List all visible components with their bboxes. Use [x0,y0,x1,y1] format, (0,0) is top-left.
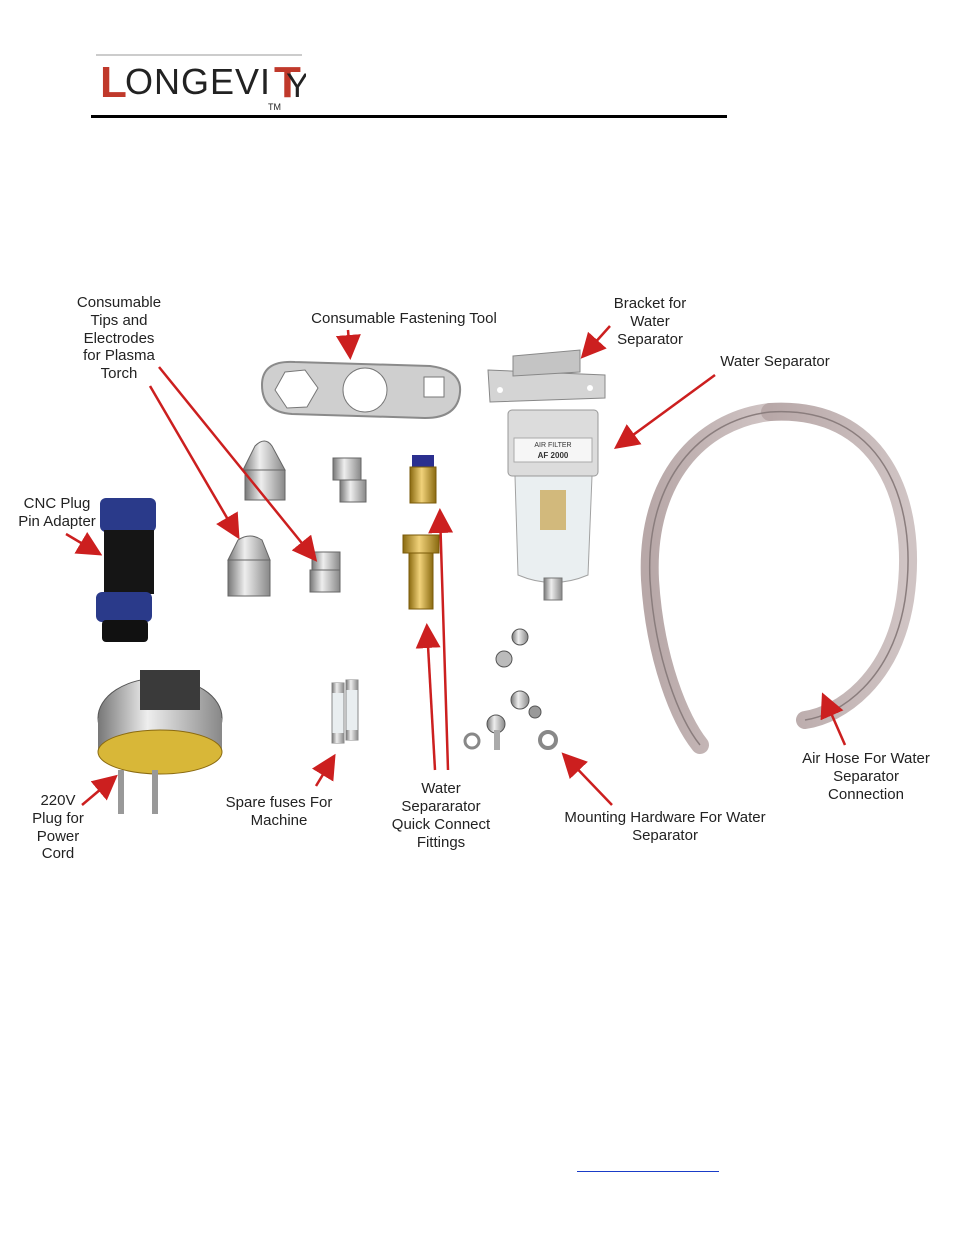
callout-arrows [65,325,847,806]
fastening-tool-image [260,360,462,420]
svg-text:Power: Power [37,828,80,845]
spare-fuses-image [331,679,359,744]
svg-text:Pin Adapter: Pin Adapter [18,513,96,530]
cnc-plug-adapter-image [96,498,156,642]
svg-text:TM: TM [268,102,281,112]
svg-text:Water: Water [630,313,669,330]
svg-text:Mounting Hardware For Water: Mounting Hardware For Water [564,809,765,826]
svg-text:ONGEVI: ONGEVI [125,61,271,102]
svg-text:T: T [274,58,301,107]
footer-link[interactable] [577,1155,719,1172]
svg-text:for Plasma: for Plasma [83,347,155,364]
svg-text:CNC Plug: CNC Plug [24,495,91,512]
label-air-hose: Air Hose For Water Separator Connection [802,750,930,803]
svg-text:L: L [100,58,127,107]
longevity-logo: L ONGEVI T Y TM [96,54,306,112]
svg-text:Plug for: Plug for [32,810,84,827]
label-spare-fuses: Spare fuses For Machine [226,794,333,829]
label-cnc-plug: CNC Plug Pin Adapter [18,495,96,530]
svg-text:Consumable: Consumable [77,294,161,311]
svg-text:Separator: Separator [632,827,698,844]
label-consumables: Consumable Tips and Electrodes for Plasm… [77,294,161,382]
svg-text:AF 2000: AF 2000 [538,451,569,460]
svg-text:Y: Y [286,67,306,105]
header-rule [91,115,727,118]
quick-connect-fittings-image [402,455,440,610]
svg-text:220V: 220V [40,792,75,809]
svg-text:Machine: Machine [251,812,308,829]
label-quick-connect: Water Separarator Quick Connect Fittings [392,780,491,851]
svg-text:Tips and: Tips and [91,312,148,329]
svg-text:Spare fuses For: Spare fuses For [226,794,333,811]
plug-220v-image [97,670,223,814]
mounting-hardware-image [463,628,558,750]
svg-text:AIR FILTER: AIR FILTER [534,442,571,449]
consumable-tips-image [227,440,367,597]
svg-text:Bracket for: Bracket for [614,295,687,312]
svg-text:Fittings: Fittings [417,834,465,851]
svg-text:Electrodes: Electrodes [84,330,155,347]
label-water-separator: Water Separator [720,353,830,370]
svg-text:Water: Water [421,780,460,797]
svg-text:Air Hose For Water: Air Hose For Water [802,750,930,767]
svg-text:Quick Connect: Quick Connect [392,816,491,833]
svg-text:Separarator: Separarator [401,798,480,815]
label-fastening-tool: Consumable Fastening Tool [311,310,497,327]
svg-text:Connection: Connection [828,786,904,803]
air-hose-image [640,402,917,754]
svg-text:Separator: Separator [833,768,899,785]
label-bracket: Bracket for Water Separator [614,295,687,348]
label-mounting-hardware: Mounting Hardware For Water Separator [564,809,765,844]
bracket-image [487,349,606,403]
svg-text:Separator: Separator [617,331,683,348]
svg-text:Cord: Cord [42,845,75,862]
label-plug-220v: 220V Plug for Power Cord [32,792,84,862]
water-separator-image: AIR FILTER AF 2000 [507,409,599,601]
svg-text:Torch: Torch [101,365,138,382]
